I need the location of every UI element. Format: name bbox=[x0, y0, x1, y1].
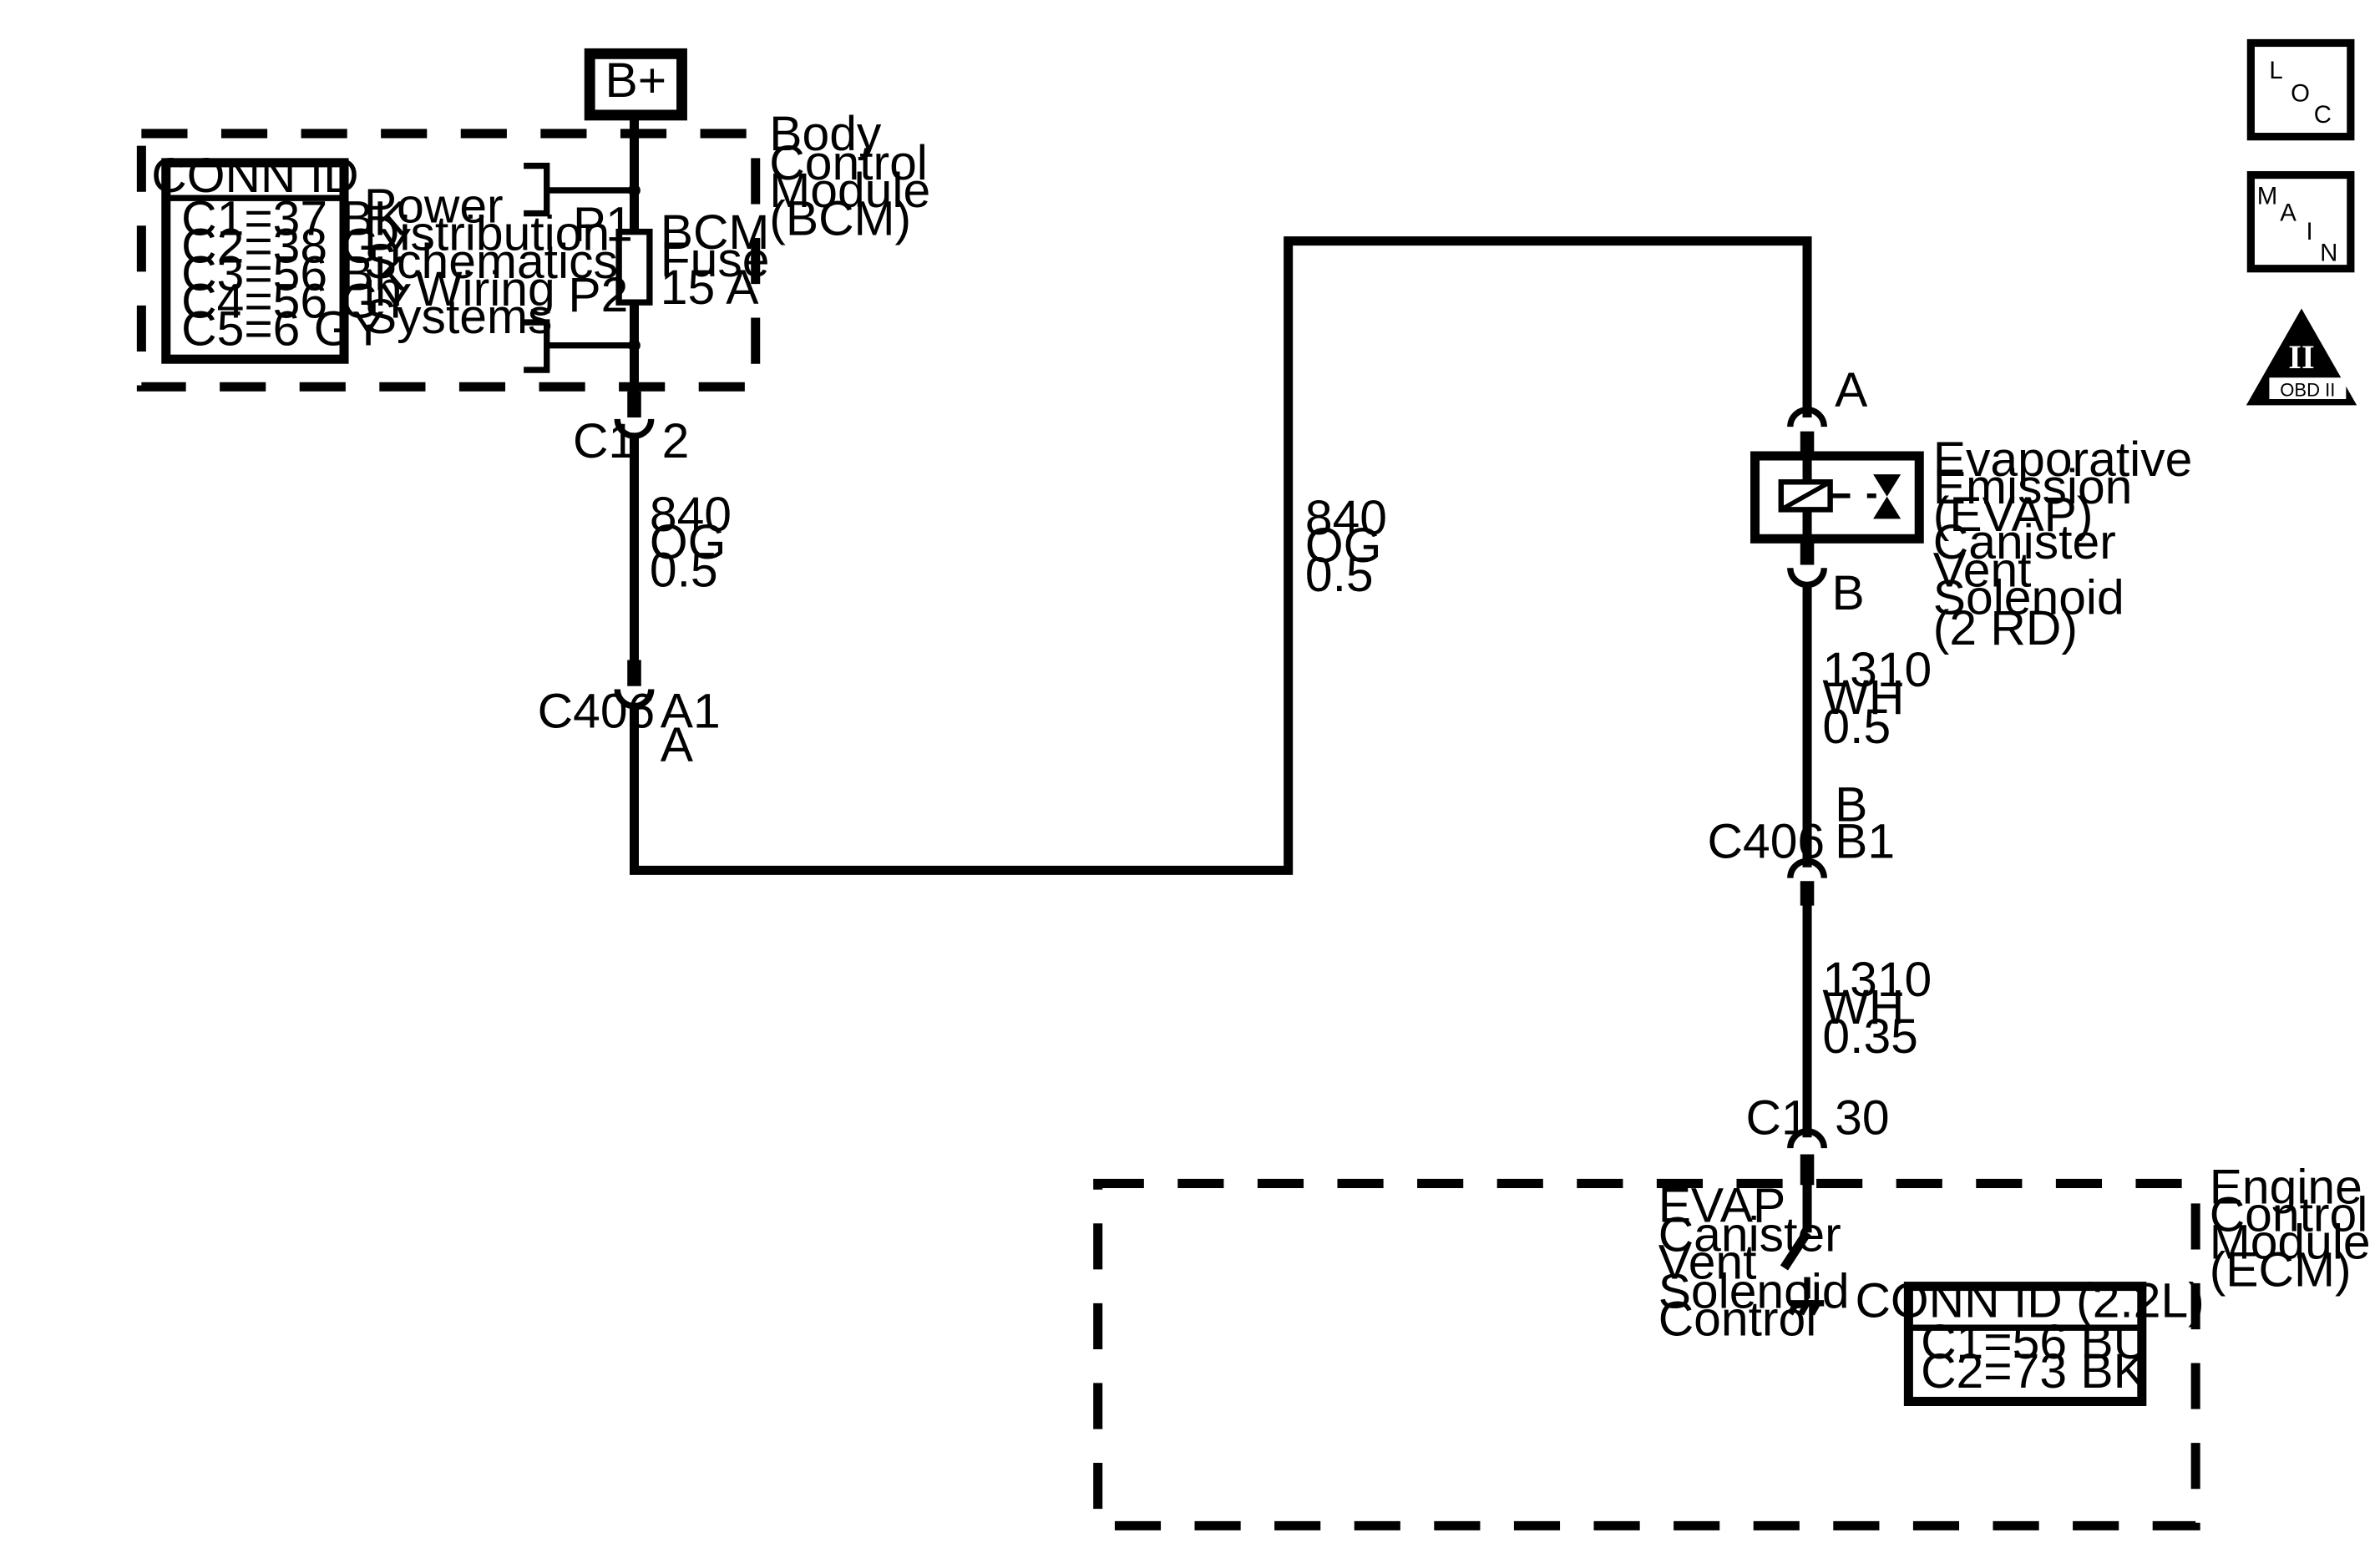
obd-ii-button[interactable]: II OBD II bbox=[2246, 308, 2357, 406]
bcm-name-line-2: Control bbox=[769, 136, 928, 190]
power-distribution-line-4: in Wiring bbox=[364, 262, 555, 316]
bcm-c1-connector: C1 2 bbox=[573, 391, 690, 664]
ecm-c1-pin: 30 bbox=[1835, 1091, 1889, 1146]
wire-label-line: 0.35 bbox=[1822, 1009, 1917, 1064]
bcm-conn-id-row: C5=6 GY bbox=[181, 302, 385, 357]
ecm-conn-id-row: C2=73 BK bbox=[1921, 1344, 2146, 1399]
solenoid-name-line: Vent bbox=[1933, 543, 2032, 597]
bcm-c1-pin: 2 bbox=[662, 414, 690, 468]
c406-right-pin-b1: B1 bbox=[1835, 815, 1895, 869]
solenoid-name-line: Canister bbox=[1933, 515, 2116, 569]
c406-left-connector: C406 A1 A bbox=[538, 660, 721, 772]
bcm-conn-id-row: C1=37 BK bbox=[181, 191, 407, 245]
solenoid-name-line: (2 RD) bbox=[1933, 601, 2078, 655]
bcm-module: Body Control Module (BCM) CONN ID C1=37 … bbox=[136, 107, 930, 392]
solenoid-name-line: Evaporative bbox=[1933, 432, 2193, 487]
c406-right-name: C406 bbox=[1708, 815, 1826, 869]
loc-letter: C bbox=[2314, 101, 2332, 129]
ecm-name-line: Module bbox=[2210, 1216, 2371, 1270]
ecm-name-line: Control bbox=[2210, 1187, 2368, 1242]
solenoid-name-line: Solenoid bbox=[1933, 570, 2124, 625]
loc-button[interactable]: L O C bbox=[2246, 38, 2355, 141]
main-letter: M bbox=[2257, 183, 2278, 210]
wire-label-line: 840 bbox=[650, 488, 732, 542]
power-distribution-line-5: Systems bbox=[364, 290, 553, 344]
ecm-conn-id-row: C1=56 BU bbox=[1921, 1315, 2149, 1369]
ecm-conn-id-title: CONN ID (2.2L) bbox=[1855, 1273, 2204, 1328]
b-plus-terminal: B+ bbox=[584, 48, 687, 121]
ecm-control-label-line: Vent bbox=[1658, 1235, 1757, 1289]
evap-canister-vent-solenoid: A B Evaporative Emission (EVAP) Canister… bbox=[1750, 363, 2193, 655]
b-plus-label: B+ bbox=[605, 53, 667, 108]
main-letter: I bbox=[2307, 218, 2313, 245]
ecm-control-label-line: EVAP bbox=[1658, 1178, 1786, 1232]
bcm-conn-id-row: C2=38 GY bbox=[181, 219, 412, 273]
obd-symbol: II bbox=[2288, 338, 2314, 376]
power-distribution-line-1: Power bbox=[364, 180, 504, 234]
solenoid-name-line: Emission bbox=[1933, 460, 2133, 514]
solenoid-name-line: (EVAP) bbox=[1933, 488, 2094, 542]
main-letter: A bbox=[2280, 200, 2296, 227]
c406-right-pin-b: B bbox=[1835, 778, 1867, 832]
power-distribution-line-2: Distribution bbox=[364, 207, 610, 261]
wire-label-line: WH bbox=[1822, 980, 1904, 1034]
wire-label-line: 0.5 bbox=[650, 543, 718, 597]
fuse-label-line-3: 15 A bbox=[661, 261, 760, 315]
wire-label-line: 1310 bbox=[1822, 643, 1932, 697]
solenoid-pin-b: B bbox=[1831, 566, 1864, 620]
bcm-conn-id-title: CONN ID bbox=[151, 149, 358, 203]
fuse-p1-label: P1 bbox=[573, 198, 633, 252]
wire-label-line: WH bbox=[1822, 670, 1904, 725]
bcm-c1-name: C1 bbox=[573, 414, 636, 468]
bcm-name-line-1: Body bbox=[769, 107, 882, 161]
solenoid-pin-a: A bbox=[1835, 363, 1868, 417]
main-letter: N bbox=[2320, 240, 2337, 267]
ecm-control-label-line: Solenoid bbox=[1658, 1264, 1850, 1318]
ecm-name-line: (ECM) bbox=[2210, 1243, 2352, 1297]
fuse-p2-label: P2 bbox=[568, 268, 628, 322]
wire-label-line: 0.5 bbox=[1822, 700, 1891, 754]
wire-label-line: OG bbox=[1305, 518, 1382, 573]
ecm-control-label-line: Control bbox=[1658, 1292, 1817, 1346]
bcm-name-line-4: (BCM) bbox=[769, 191, 911, 245]
ecm-name-line: Engine bbox=[2210, 1160, 2362, 1214]
ecm-module: C1 30 EVAP Canister Vent Solenoid Contro… bbox=[1093, 1091, 2371, 1530]
c406-left-pin-a1: A1 bbox=[661, 684, 721, 738]
wire-label-line: 0.5 bbox=[1305, 548, 1374, 602]
bcm-conn-id-row: C3=56 BK bbox=[181, 246, 407, 301]
c406-left-pin-a: A bbox=[661, 718, 694, 772]
wire-label-line: 840 bbox=[1305, 491, 1387, 545]
fuse-label-line-2: Fuse bbox=[661, 233, 770, 287]
ecm-control-label-line: Canister bbox=[1658, 1207, 1841, 1262]
bcm-name-line-3: Module bbox=[769, 164, 930, 218]
main-button[interactable]: M A I N bbox=[2246, 170, 2355, 273]
ground-icon bbox=[1787, 1300, 1825, 1316]
obd-label: OBD II bbox=[2280, 379, 2335, 400]
wire-label-line: 1310 bbox=[1822, 953, 1932, 1007]
loc-letter: L bbox=[2269, 57, 2282, 84]
fuse-label-line-1: BCM bbox=[661, 205, 770, 260]
power-distribution-line-3: Schematics bbox=[364, 235, 618, 289]
ecm-conn-id-table: CONN ID (2.2L) C1=56 BU C2=73 BK bbox=[1855, 1273, 2205, 1406]
c406-right-connector: B C406 B1 bbox=[1708, 778, 1895, 906]
loc-letter: O bbox=[2291, 79, 2310, 107]
bcm-conn-id-table: CONN ID C1=37 BK C2=38 GY C3=56 BK C4=56… bbox=[151, 149, 412, 364]
bcm-conn-id-row: C4=56 GY bbox=[181, 275, 412, 329]
ecm-c1-name: C1 bbox=[1746, 1091, 1809, 1146]
wire-label-line: OG bbox=[650, 515, 727, 569]
